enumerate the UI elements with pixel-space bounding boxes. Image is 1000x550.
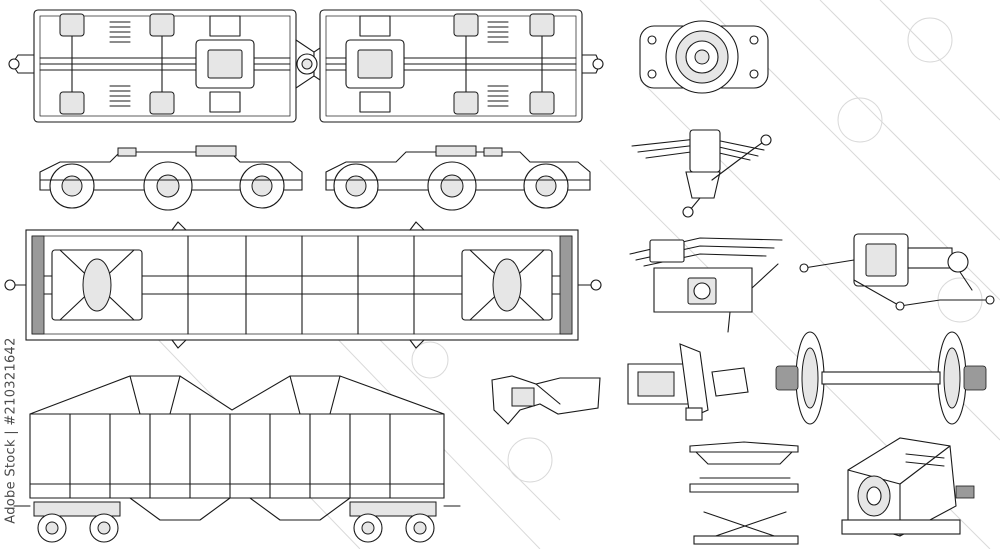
stock-watermark-text: Adobe Stock | #210321642 [3,336,19,524]
stock-watermark-side: Adobe Stock | #210321642 [0,310,24,550]
spring-suspension-unit [629,237,783,333]
coupler-knuckle [491,375,601,425]
axle-box [639,20,769,94]
hopper-car-side-view [13,375,461,543]
leaf-spring-assembly [631,129,772,218]
brake-cylinder-linkage [799,233,995,311]
draft-gear [627,343,749,421]
car-frame-top-view [4,221,602,349]
wheelset [775,331,987,425]
bogie-pair-side-view [39,145,591,211]
gearbox-housing [841,437,975,537]
bogie-pair-top-view [8,9,604,123]
side-bearing-plates [689,441,799,545]
